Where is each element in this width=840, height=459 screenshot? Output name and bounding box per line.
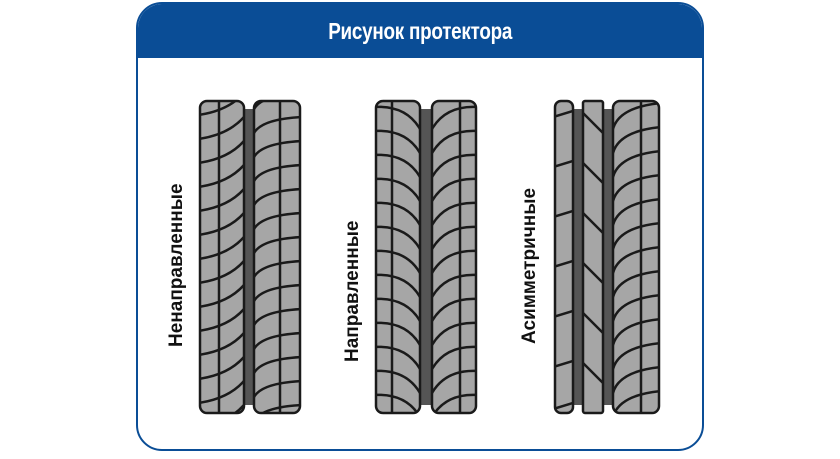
panel-title: Рисунок протектора: [328, 17, 512, 44]
tire-label-asymmetric: Асимметричные: [519, 187, 540, 344]
non-directional-tread-icon: [198, 99, 302, 415]
panel-header: Рисунок протектора: [138, 4, 702, 58]
asymmetric-tread-icon: [553, 99, 661, 415]
tire-label-non-directional: Ненаправленные: [166, 183, 187, 347]
tire-label-directional: Направленные: [342, 220, 363, 363]
directional-tread-icon: [374, 99, 478, 415]
